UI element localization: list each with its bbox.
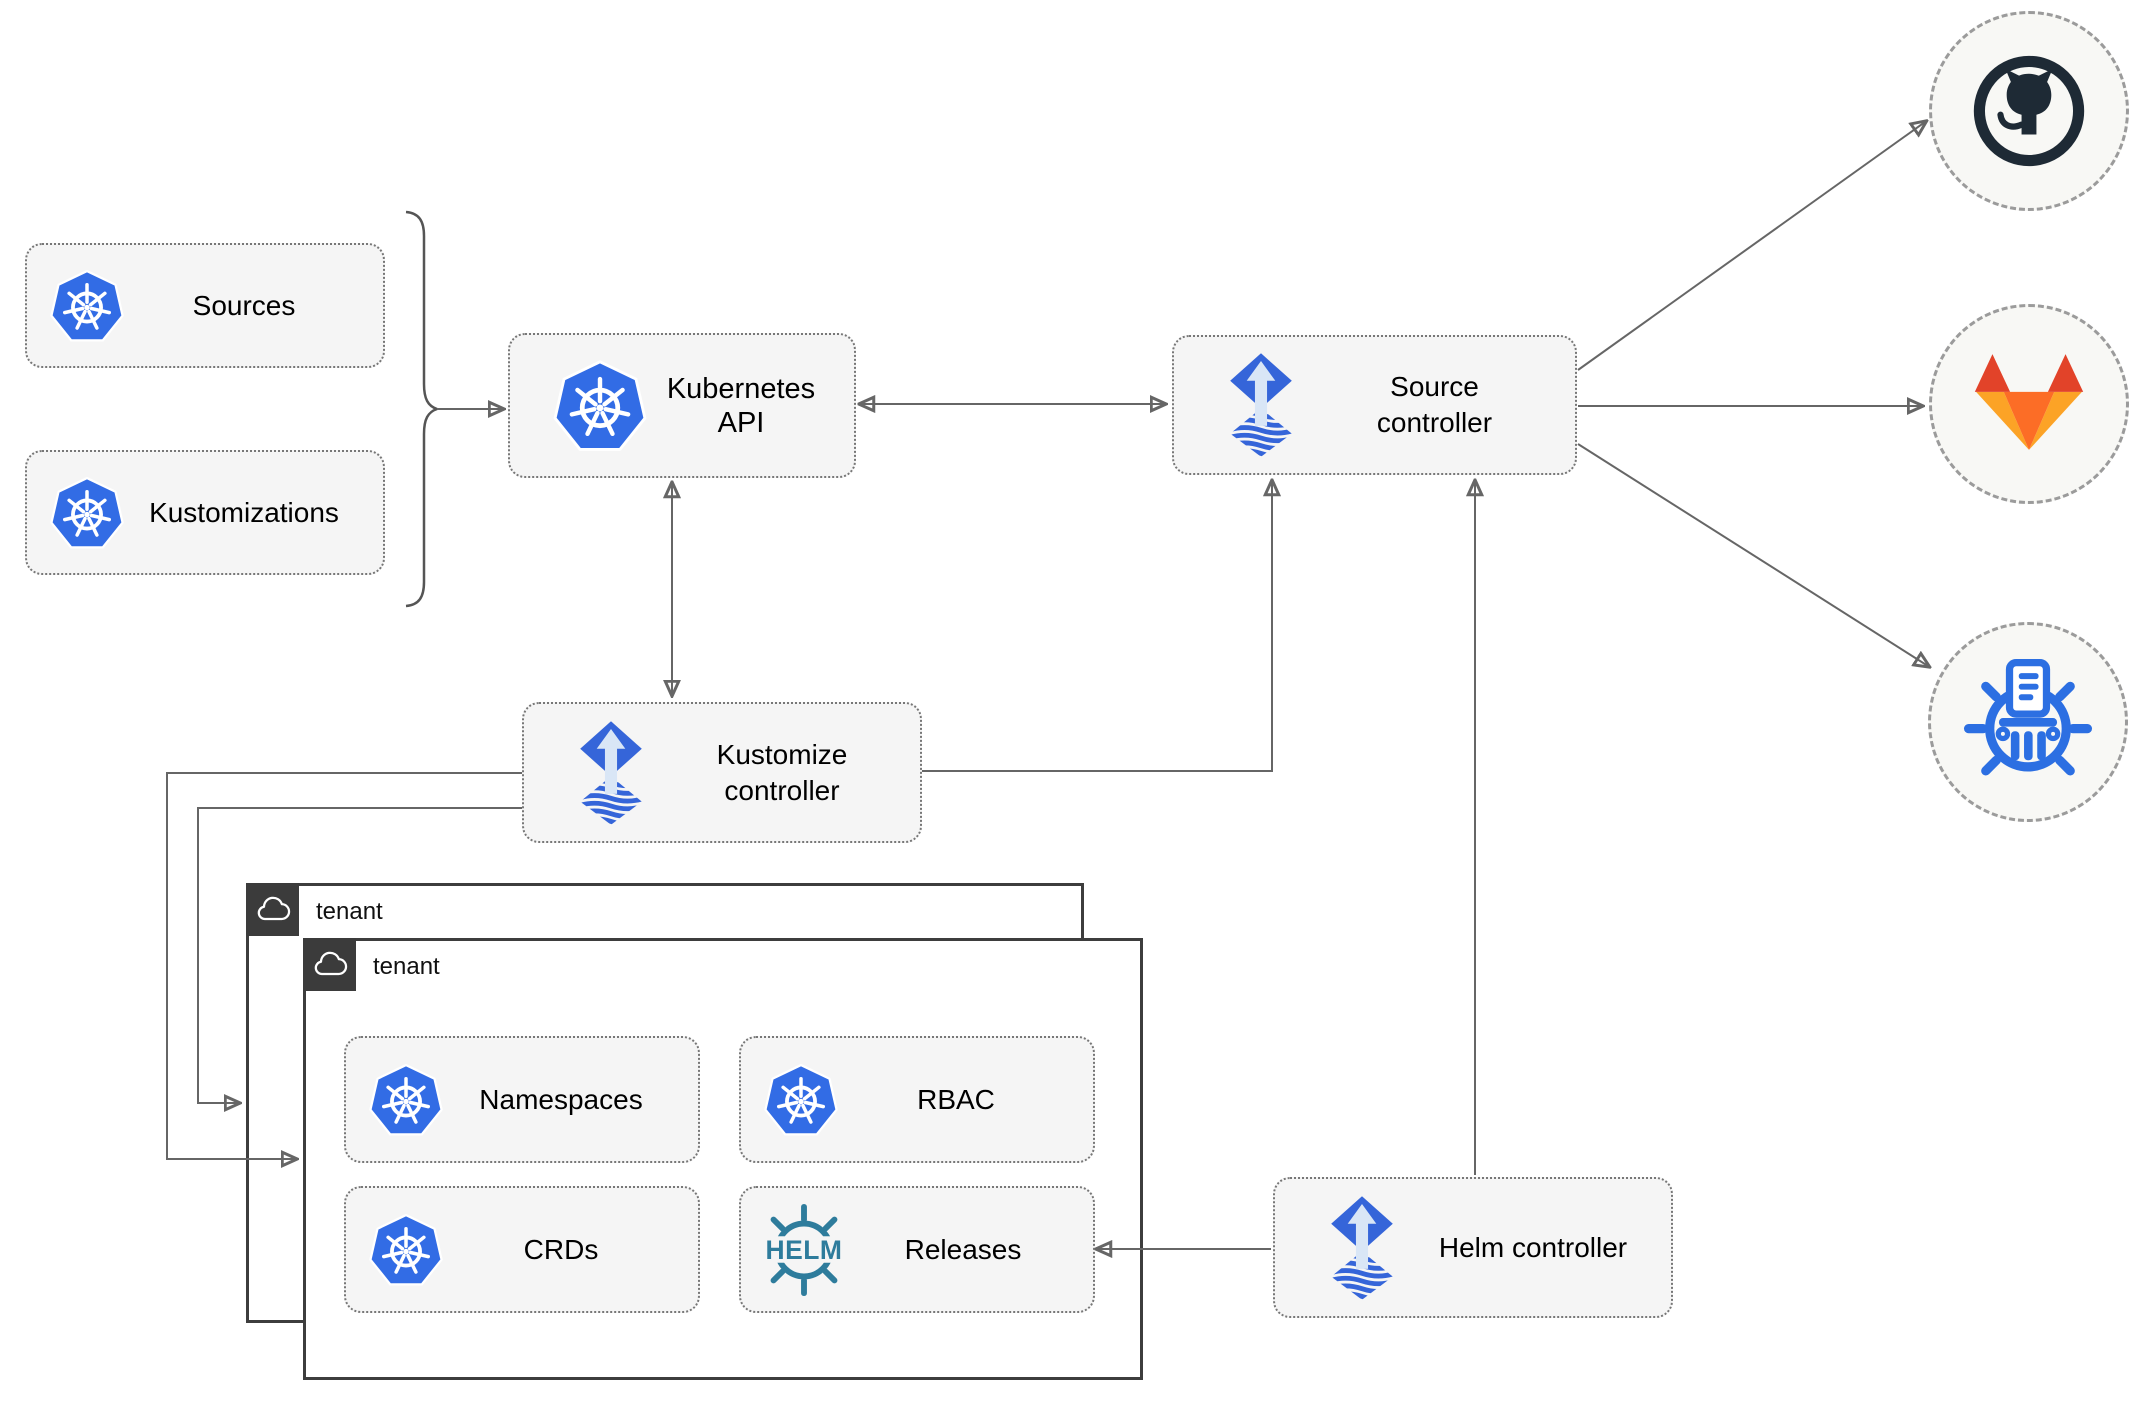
github-icon	[1973, 55, 2085, 167]
node-namespaces: Namespaces	[344, 1036, 700, 1163]
node-rbac: RBAC	[739, 1036, 1095, 1163]
repo-circle-gitlab	[1929, 304, 2129, 504]
node-label: Releases	[904, 1233, 1022, 1265]
node-source-controller: Source controller	[1172, 335, 1577, 475]
kubernetes-icon	[368, 1212, 444, 1288]
repo-circle-chartmuseum	[1928, 622, 2128, 822]
kubernetes-icon	[763, 1062, 839, 1138]
node-label: CRDs	[523, 1233, 599, 1265]
tenant-label: tenant	[373, 953, 440, 980]
node-label: RBAC	[917, 1083, 995, 1115]
node-label: Sources	[192, 289, 296, 321]
helm-icon: HELM	[764, 1203, 844, 1296]
edge-kustomize-to-source-controller	[922, 482, 1272, 772]
node-label: Kubernetes API	[666, 372, 816, 439]
edge-source-to-github	[1577, 122, 1925, 371]
node-kubernetes-api: Kubernetes API	[508, 333, 856, 478]
node-releases: HELM Releases	[739, 1186, 1095, 1313]
svg-text:HELM: HELM	[766, 1234, 843, 1264]
tenant-box-inner: tenant Namespaces RBAC CRDs	[303, 938, 1143, 1380]
gitlab-icon	[1974, 353, 2084, 450]
kubernetes-icon	[49, 268, 125, 344]
tenant-tab	[246, 883, 299, 936]
node-sources: Sources	[25, 243, 385, 368]
tenant-label: tenant	[316, 898, 383, 925]
node-label: Source controller	[1376, 371, 1493, 438]
node-crds: CRDs	[344, 1186, 700, 1313]
node-label: Helm controller	[1438, 1231, 1628, 1263]
flux-icon	[1329, 1196, 1395, 1300]
node-label: Kustomizations	[149, 496, 339, 528]
node-helm-controller: Helm controller	[1273, 1177, 1673, 1318]
edge-source-to-chartmuseum	[1577, 443, 1928, 666]
flux-icon	[1228, 353, 1294, 457]
node-label: Namespaces	[479, 1083, 643, 1115]
kubernetes-icon	[552, 358, 648, 454]
tenant-tab	[303, 938, 356, 991]
repo-circle-github	[1929, 11, 2129, 211]
node-kustomize-controller: Kustomize controller	[522, 702, 922, 843]
cloud-icon	[312, 947, 348, 983]
cloud-icon	[255, 892, 291, 928]
kubernetes-icon	[49, 475, 125, 551]
node-label: Kustomize controller	[716, 738, 848, 806]
kubernetes-icon	[368, 1062, 444, 1138]
node-kustomizations: Kustomizations	[25, 450, 385, 575]
flux-icon	[578, 721, 644, 825]
chartmuseum-icon	[1963, 658, 2093, 776]
brace-sources-group	[405, 210, 441, 608]
